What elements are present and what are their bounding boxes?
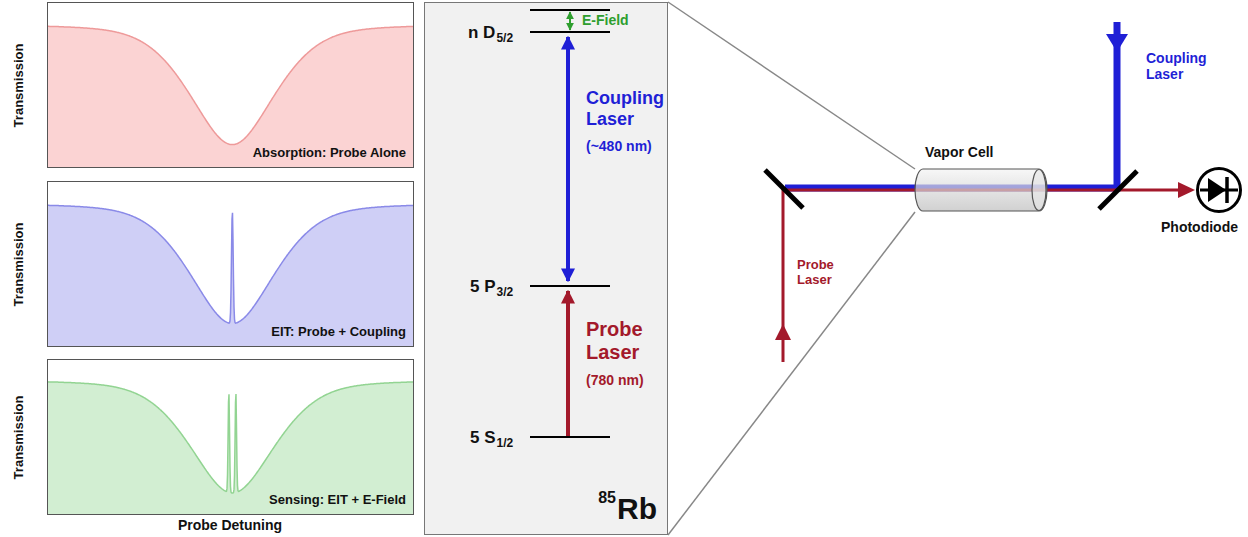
component-label: Photodiode: [1161, 219, 1238, 235]
energy-level: [530, 31, 610, 33]
efield-arrow: [569, 12, 571, 30]
zoom-line: [668, 212, 915, 535]
panel-ground: [424, 2, 668, 535]
axis-label: Transmission: [13, 395, 28, 479]
photodiode: Photodiode: [1196, 167, 1242, 213]
beam-label: Coupling Laser: [1146, 50, 1216, 82]
plot-panel: Sensing: EIT + E-Field: [47, 359, 414, 515]
panel-caption: EIT: Probe + Coupling: [271, 325, 406, 340]
cell-outline: [915, 168, 1047, 212]
level-label: 5 P: [470, 277, 496, 297]
laser-label: Probe Laser: [586, 318, 676, 364]
plot-panel: Absorption: Probe Alone: [47, 2, 414, 168]
level-subscript: 3/2: [497, 286, 514, 300]
curve-fill: [47, 26, 414, 168]
coupling-transition-arrow: [566, 37, 570, 281]
laser-label: Coupling Laser: [586, 88, 678, 129]
level-subscript: 5/2: [496, 32, 513, 46]
cell-window: [1032, 170, 1046, 211]
probe-beam-head: [775, 324, 791, 340]
probe-beam-head: [1178, 182, 1195, 198]
level-label: 5 S: [470, 428, 496, 448]
mirror: [765, 170, 803, 208]
energy-level: [530, 436, 610, 438]
energy-level: [530, 285, 610, 287]
beam-label: Probe Laser: [797, 258, 847, 288]
curve-line: [47, 382, 414, 493]
probe-transition-arrow: [566, 291, 570, 436]
mirror: [1099, 171, 1137, 209]
diode-triangle: [1208, 178, 1226, 202]
diode-circle: [1198, 169, 1241, 212]
panel-caption: Absorption: Probe Alone: [253, 146, 406, 161]
cell-body: [915, 169, 1047, 211]
probe-beam: [783, 190, 1178, 362]
curve-line: [47, 26, 414, 144]
coupling-beam-head: [1106, 34, 1128, 52]
level-label: n D: [468, 23, 495, 43]
element-symbol: Rb: [617, 494, 657, 524]
level-subscript: 1/2: [497, 437, 514, 451]
axis-label: Transmission: [13, 222, 28, 306]
axis-label: Probe Detuning: [178, 517, 282, 533]
diode-bar: [1225, 177, 1229, 203]
plot-panel: EIT: Probe + Coupling: [47, 181, 414, 347]
panel-caption: Sensing: EIT + E-Field: [269, 493, 406, 508]
mass-number: 85: [598, 490, 616, 506]
zoom-line: [668, 2, 915, 169]
curve-fill: [47, 205, 414, 347]
level-diagram-box: 85Rb: [424, 2, 668, 535]
spectrum-curves: [47, 26, 414, 515]
coupling-beam: [785, 22, 1117, 188]
axis-label: Transmission: [13, 43, 28, 127]
energy-level: [530, 9, 610, 11]
curve-fill: [47, 382, 414, 515]
photodiode-symbol: [1196, 167, 1242, 213]
component-label: Vapor Cell: [925, 144, 993, 160]
wavelength-label: (~480 nm): [586, 138, 652, 154]
vapor-cell: Vapor Cell: [915, 168, 1047, 212]
wavelength-label: (780 nm): [586, 372, 644, 388]
curve-line: [47, 205, 414, 323]
field-label: E-Field: [582, 13, 629, 28]
